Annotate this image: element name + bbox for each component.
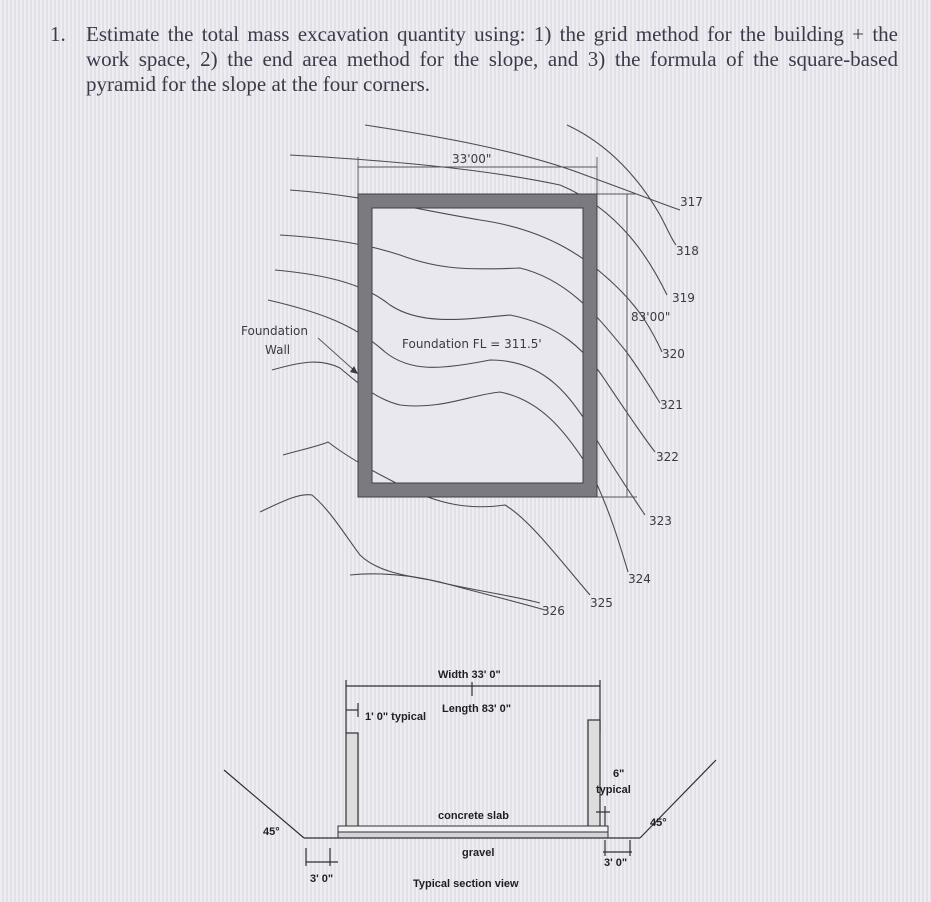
contour-line-319 [289,154,668,296]
contour-line-317 [364,124,681,211]
contour-label-318: 318 [676,244,699,258]
plan-view: 33'00" 83'00" Foundation Wall Foundation… [241,124,703,618]
contour-line-325 [259,494,541,604]
question-number: 1. [50,22,66,46]
gravel-layer [337,831,609,839]
foundation-wall-leader [317,337,357,373]
contour-label-323: 323 [649,514,672,528]
left-slope [223,769,305,839]
contour-label-317: 317 [680,195,703,209]
left-angle-label: 45° [263,826,280,838]
contour-label-324: 324 [628,572,651,586]
contour-line-322-inner [372,292,583,354]
foundation-floor-area [371,207,584,484]
foundation-fl-label: Foundation FL = 311.5' [402,337,542,351]
section-left-wall [345,732,359,829]
right-angle-label: 45° [650,817,667,829]
contour-label-325: 325 [590,596,613,610]
concrete-slab-label: concrete slab [438,810,509,822]
contour-line-321-inner [372,246,583,305]
slab-thickness-label-line2: typical [596,784,631,796]
contour-line-326 [349,573,546,611]
length-label: 83'00" [631,310,670,324]
right-workspace-label: 3' 0" [604,857,627,869]
section-length-label: Length 83' 0" [442,703,511,715]
contour-line-324-inner [372,391,583,461]
contour-line-318 [566,124,677,246]
contour-label-319: 319 [672,291,695,305]
contour-label-320: 320 [662,347,685,361]
width-label: 33'00" [452,152,491,166]
right-slope [639,759,717,839]
gravel-label: gravel [462,847,494,859]
section-view: Width 33' 0" Length 83' 0" 1' 0" typical… [223,669,717,890]
contour-label-326: 326 [542,604,565,618]
section-width-label: Width 33' 0" [438,669,501,681]
contour-label-321: 321 [660,398,683,412]
contour-line-323-inner [372,340,583,419]
left-workspace-label: 3' 0" [310,873,333,885]
section-title: Typical section view [413,878,519,890]
question-text: Estimate the total mass excavation quant… [86,22,898,96]
slab-thickness-label-line1: 6" [613,768,624,780]
foundation-wall-arrowhead [350,366,358,374]
contour-label-322: 322 [656,450,679,464]
concrete-slab [337,825,609,833]
foundation-wall-label-line1: Foundation [241,324,308,338]
wall-thickness-label: 1' 0" typical [365,711,426,723]
contour-line-320-inner [411,208,583,260]
foundation-wall-label-line2: Wall [265,343,290,357]
